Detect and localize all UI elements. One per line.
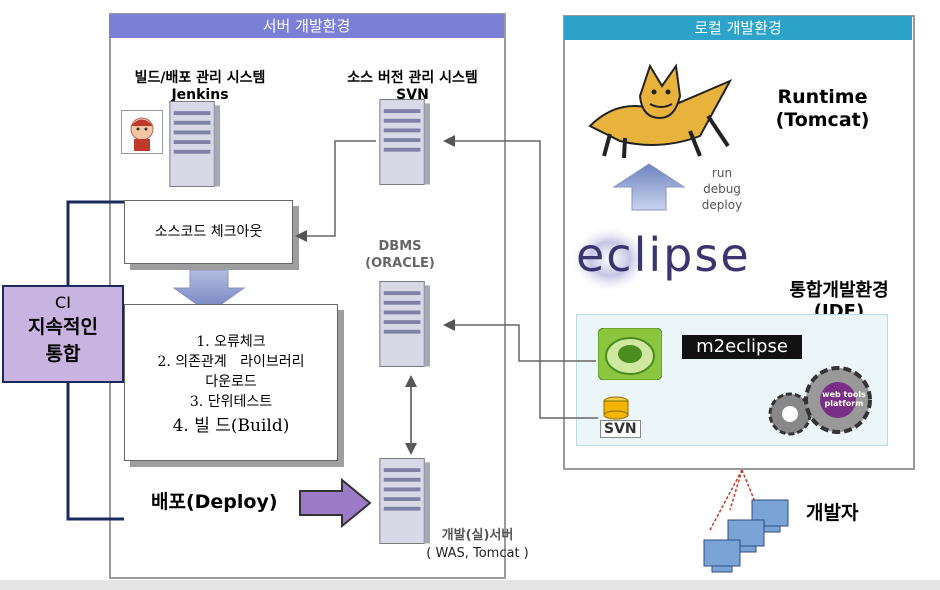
step-2-cont: 다운로드 xyxy=(205,374,257,390)
run-label: run xyxy=(711,166,733,180)
ci-label-3: 통합 xyxy=(45,343,81,365)
up-arrow-icon xyxy=(612,163,686,211)
server-env-title: 서버 개발환경 xyxy=(109,14,504,38)
deploy-label: 배포(Deploy) xyxy=(151,491,278,513)
ci-label: CI xyxy=(55,293,71,312)
ide-label-line1: 통합개발환경 xyxy=(789,280,889,301)
jenkins-label: 빌드/배포 관리 시스템 Jenkins xyxy=(120,70,280,104)
dbms-label: DBMS (ORACLE) xyxy=(355,238,445,272)
svn-server-icon xyxy=(379,99,431,185)
dbms-server-icon xyxy=(379,281,431,367)
ci-box: CI 지속적인 통합 xyxy=(2,285,124,383)
tomcat-icon xyxy=(588,63,733,159)
deploy-run-label: deploy xyxy=(701,198,743,212)
eclipse-logo: eclipse xyxy=(576,228,751,282)
dbms-label-line1: DBMS xyxy=(378,239,422,254)
runtime-label-line1: Runtime xyxy=(777,86,868,108)
local-env-title: 로컬 개발환경 xyxy=(564,16,912,40)
developer-label: 개발자 xyxy=(806,502,859,524)
dbms-label-line2: (ORACLE) xyxy=(365,256,435,271)
step-3: 3. 단위테스트 xyxy=(189,394,273,410)
step-2: 2. 의존관계 라이브러리 xyxy=(157,354,305,370)
build-steps-box: 1. 오류체크 2. 의존관계 라이브러리 다운로드 3. 단위테스트 4. 빌… xyxy=(124,304,338,461)
gears-icon xyxy=(768,366,872,436)
webtools-label: web tools platform xyxy=(822,390,866,408)
jenkins-server-icon xyxy=(169,101,221,187)
step-1: 1. 오류체크 xyxy=(196,334,266,350)
svn-label-line1: 소스 버전 관리 시스템 xyxy=(347,70,478,86)
runtime-label: Runtime (Tomcat) xyxy=(760,86,885,132)
bottom-bar xyxy=(0,580,940,590)
jenkins-avatar-icon xyxy=(121,110,163,154)
svn-plugin-label: SVN xyxy=(600,420,641,438)
step-4: 4. 빌 드(Build) xyxy=(172,416,290,436)
eclipse-orb-icon xyxy=(570,225,650,293)
ci-label-2: 지속적인 xyxy=(28,316,98,338)
m2eclipse-logo: m2eclipse xyxy=(682,335,802,359)
checkout-box-label: 소스코드 체크아웃 xyxy=(154,224,263,240)
svn-plugin-db-icon xyxy=(603,396,629,420)
m2eclipse-text: m2eclipse xyxy=(696,336,788,357)
svn-label: 소스 버전 관리 시스템 SVN xyxy=(330,70,495,104)
dev-server-label-line1: 개발(실)서버 xyxy=(441,528,514,543)
deploy-arrow-icon xyxy=(299,478,372,528)
run-labels: run debug deploy xyxy=(692,165,752,213)
dev-server-label-line2: ( WAS, Tomcat ) xyxy=(426,546,529,561)
down-arrow-icon xyxy=(172,270,246,314)
dev-server-label: 개발(실)서버 ( WAS, Tomcat ) xyxy=(410,527,545,563)
jenkins-label-line2: Jenkins xyxy=(171,87,229,103)
dev-server-icon xyxy=(379,458,431,544)
svn-label-line2: SVN xyxy=(396,87,429,103)
maven-plugin-icon xyxy=(598,328,662,380)
runtime-label-line2: (Tomcat) xyxy=(775,109,870,131)
developers-icon xyxy=(703,470,789,573)
debug-label: debug xyxy=(703,182,741,196)
jenkins-label-line1: 빌드/배포 관리 시스템 xyxy=(134,70,266,86)
checkout-box: 소스코드 체크아웃 xyxy=(124,200,293,264)
